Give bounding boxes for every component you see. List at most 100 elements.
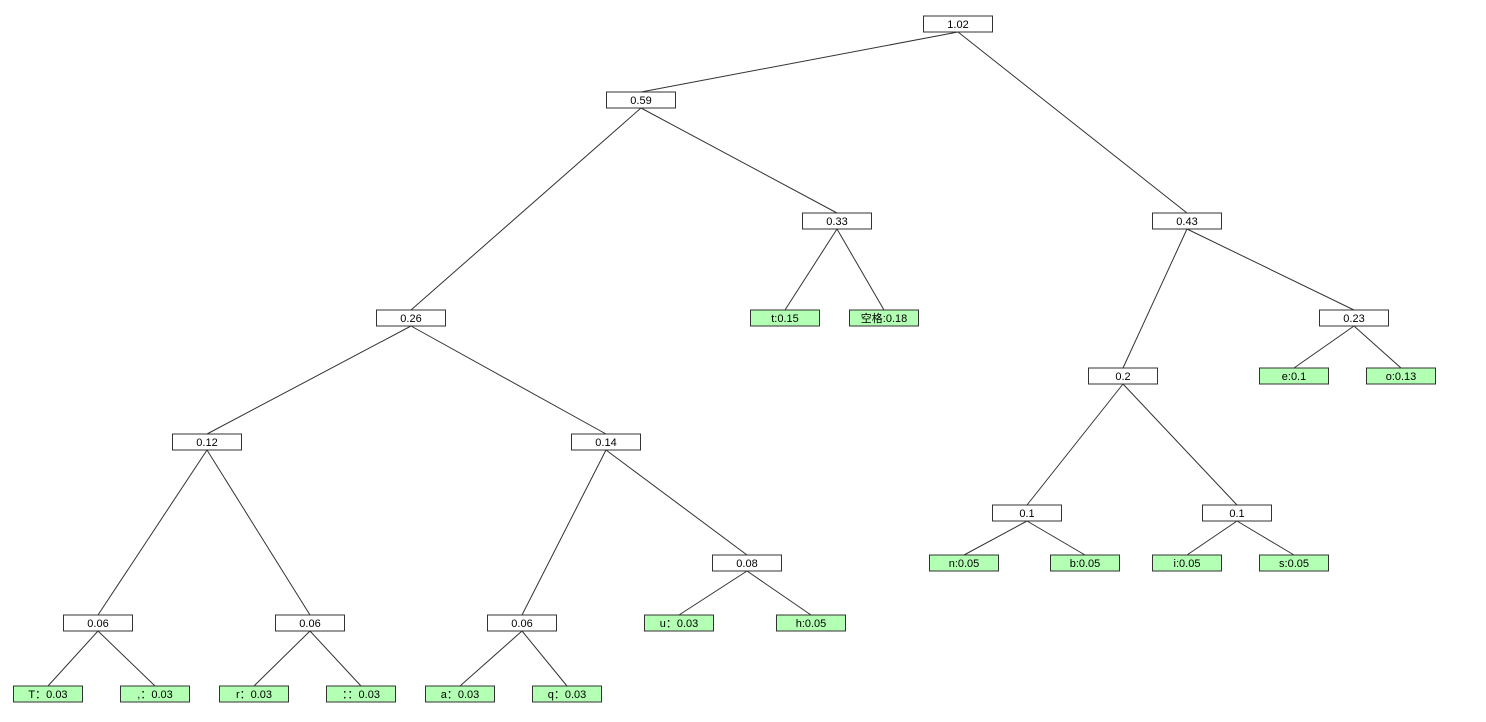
internal-node-box	[376, 309, 446, 327]
leaf-node-box	[120, 685, 190, 703]
leaf-node: 空格:0.18	[849, 309, 919, 327]
internal-node: 0.23	[1319, 309, 1389, 327]
internal-node-box	[606, 91, 676, 109]
tree-edge	[678, 570, 748, 616]
internal-node: 0.08	[712, 554, 782, 572]
tree-edge	[206, 325, 412, 435]
internal-node-box	[1088, 367, 1158, 385]
tree-edge	[1122, 383, 1238, 506]
internal-node: 0.1	[1202, 504, 1272, 522]
internal-node-box	[992, 504, 1062, 522]
leaf-node: i:0.05	[1152, 554, 1222, 572]
internal-node-box	[63, 614, 133, 632]
node-label: s:0.05	[1279, 558, 1309, 570]
tree-edge	[97, 449, 208, 616]
tree-edge	[746, 570, 812, 616]
node-label: 0.14	[595, 437, 616, 449]
leaf-node: t:0.15	[750, 309, 820, 327]
leaf-node-box	[849, 309, 919, 327]
tree-edge	[640, 31, 959, 93]
tree-edge	[1026, 520, 1086, 556]
internal-node: 1.02	[923, 15, 993, 33]
leaf-node: o:0.13	[1366, 367, 1436, 385]
nodes-layer: 1.02 0.59 0.43 0.26 0.33 t:0.15 空格:0.18 0.12 0.1…	[13, 15, 1436, 703]
node-label: 空格:0.18	[861, 311, 907, 325]
tree-edge	[410, 325, 607, 435]
node-label: T：0.03	[28, 689, 67, 701]
tree-edge	[47, 630, 99, 687]
tree-edge	[206, 449, 311, 616]
leaf-node: a：0.03	[425, 685, 495, 703]
node-label: 0.12	[196, 437, 217, 449]
leaf-node-box	[1152, 554, 1222, 572]
internal-node: 0.12	[172, 433, 242, 451]
tree-edge	[97, 630, 156, 687]
node-label: o:0.13	[1386, 371, 1417, 383]
internal-node-box	[172, 433, 242, 451]
tree-edge	[605, 449, 748, 556]
leaf-node-box	[1366, 367, 1436, 385]
node-label: a：0.03	[441, 689, 480, 701]
internal-node: 0.43	[1152, 212, 1222, 230]
leaf-node-box	[532, 685, 602, 703]
leaf-node: h:0.05	[776, 614, 846, 632]
node-label: ,：0.03	[137, 689, 172, 701]
leaf-node-box	[929, 554, 999, 572]
node-label: 0.06	[511, 618, 532, 630]
node-label: n:0.05	[949, 558, 980, 570]
tree-edge	[1122, 228, 1188, 369]
leaf-node: n:0.05	[929, 554, 999, 572]
tree-edge	[957, 31, 1188, 214]
tree-edge	[1293, 325, 1355, 369]
leaf-node: q：0.03	[532, 685, 602, 703]
internal-node: 0.1	[992, 504, 1062, 522]
leaf-node-box	[219, 685, 289, 703]
leaf-node-box	[1259, 367, 1329, 385]
tree-edge	[410, 107, 642, 311]
tree-edge	[459, 630, 523, 687]
node-label: 1.02	[947, 19, 968, 31]
edges-layer	[47, 31, 1402, 687]
node-label: 0.59	[630, 95, 651, 107]
leaf-node-box	[1259, 554, 1329, 572]
tree-edge	[1026, 383, 1124, 506]
leaf-node-box	[776, 614, 846, 632]
tree-edge	[253, 630, 311, 687]
leaf-node: e:0.1	[1259, 367, 1329, 385]
node-label: r：0.03	[236, 689, 272, 701]
node-label: 0.06	[299, 618, 320, 630]
node-label: ：：0.03	[342, 689, 380, 701]
leaf-node-box	[1050, 554, 1120, 572]
node-label: 0.06	[87, 618, 108, 630]
leaf-node-box	[750, 309, 820, 327]
tree-edge	[784, 228, 838, 311]
internal-node: 0.14	[571, 433, 641, 451]
leaf-node: T：0.03	[13, 685, 83, 703]
tree-edge	[1186, 228, 1355, 311]
internal-node: 0.33	[802, 212, 872, 230]
node-label: 0.08	[736, 558, 757, 570]
leaf-node: s:0.05	[1259, 554, 1329, 572]
internal-node: 0.26	[376, 309, 446, 327]
leaf-node: u：0.03	[644, 614, 714, 632]
node-label: 0.33	[826, 216, 847, 228]
node-label: t:0.15	[771, 313, 799, 325]
node-label: 0.43	[1176, 216, 1197, 228]
tree-edge	[521, 630, 568, 687]
internal-node-box	[487, 614, 557, 632]
internal-node: 0.06	[63, 614, 133, 632]
internal-node-box	[923, 15, 993, 33]
tree-edge	[1186, 520, 1238, 556]
internal-node-box	[571, 433, 641, 451]
leaf-node-box	[425, 685, 495, 703]
internal-node-box	[275, 614, 345, 632]
node-label: 0.1	[1019, 508, 1034, 520]
tree-edge	[836, 228, 885, 311]
internal-node: 0.06	[275, 614, 345, 632]
node-label: 0.26	[400, 313, 421, 325]
node-label: e:0.1	[1282, 371, 1306, 383]
leaf-node: ,：0.03	[120, 685, 190, 703]
tree-edge	[963, 520, 1028, 556]
internal-node-box	[1319, 309, 1389, 327]
